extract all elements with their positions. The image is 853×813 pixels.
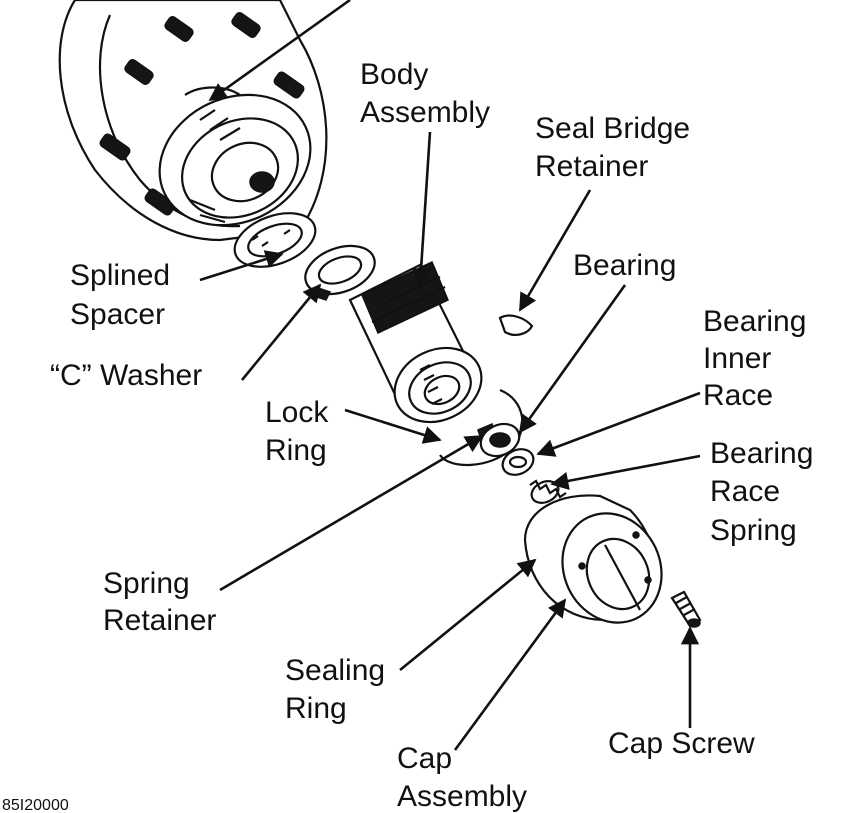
label-line: Cap (397, 742, 452, 775)
label-line: Spring (103, 567, 190, 600)
cap-screw-label: Cap Screw (608, 727, 755, 760)
figure-code: 85I20000 (2, 797, 69, 813)
bearing-inner-race-part (501, 448, 535, 476)
label-line: Sealing (285, 654, 385, 687)
bearing-inner-race-label: Bearing Inner Race (703, 305, 815, 412)
label-line: Body (360, 58, 428, 91)
label-line: Spring (710, 514, 797, 547)
bearing-race-spring-label: Bearing Race Spring (710, 437, 822, 547)
leader-lines (199, 0, 701, 751)
label-line: Ring (265, 434, 327, 467)
splined-spacer-label: Splined Spacer (70, 259, 178, 331)
cap-assembly-part (523, 494, 663, 624)
label-line: Bearing (710, 437, 813, 470)
seal-bridge-retainer-label: Seal Bridge Retainer (535, 112, 698, 183)
cap-screw-part (670, 590, 702, 628)
label-line: Race (703, 379, 773, 412)
lock-ring-label: Lock Ring (265, 396, 337, 467)
label-line: Retainer (103, 604, 216, 637)
spring-retainer-label: Spring Retainer (103, 567, 216, 637)
label-line: Retainer (535, 150, 648, 183)
label-line: Lock (265, 396, 329, 429)
body-assembly-label: Body Assembly (360, 58, 490, 129)
cap-assembly-label: Cap Assembly (397, 742, 527, 813)
label-line: Bearing (703, 305, 806, 338)
body-assembly-part (348, 260, 483, 424)
label-line: Ring (285, 692, 347, 725)
c-washer-label: “C” Washer (50, 359, 202, 392)
label-line: Assembly (360, 96, 490, 129)
sealing-ring-label: Sealing Ring (285, 654, 393, 725)
label-line: Splined (70, 259, 170, 292)
wheel-hub (58, 0, 328, 242)
seal-bridge-retainer-part (498, 314, 534, 336)
bearing-label: Bearing (573, 249, 676, 282)
label-line: Assembly (397, 780, 527, 813)
label-line: Race (710, 475, 780, 508)
label-line: Seal Bridge (535, 112, 690, 145)
label-line: Spacer (70, 298, 165, 331)
label-line: Inner (703, 342, 771, 375)
